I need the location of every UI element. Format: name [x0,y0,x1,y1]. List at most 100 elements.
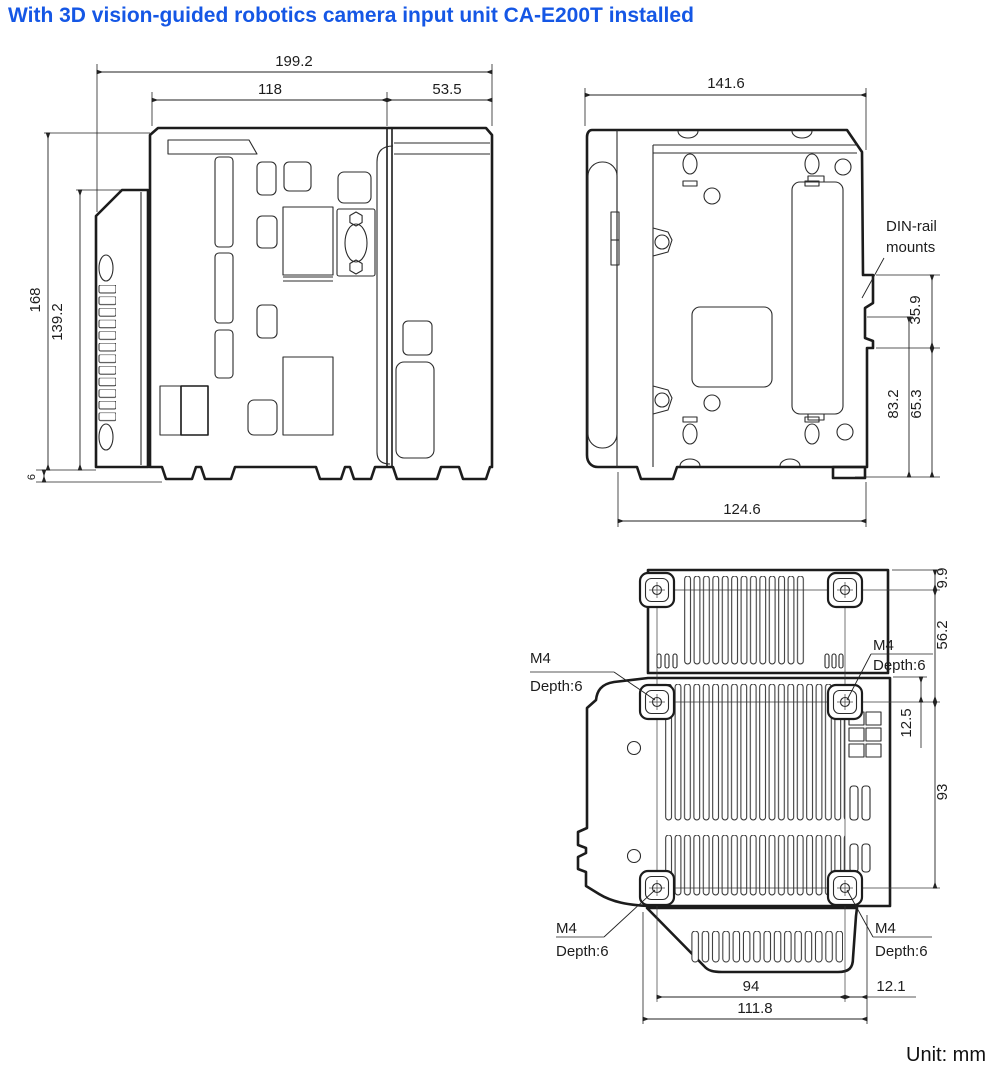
dim-controller-width: 118 [258,81,282,98]
front-view-drawing [94,126,494,481]
screw-hex [349,211,363,227]
dim-din-span-outer: 83.2 [885,389,902,418]
m4-boss [826,869,864,907]
bottom-view: 9.9 56.2 12.5 93 M4 Depth:6 M4 Depth:6 M… [530,568,951,1024]
connector-cutouts [848,711,882,873]
screw-hole [654,234,670,250]
dim-overall-width: 199.2 [275,53,313,70]
m4-label-top-left: M4 Depth:6 [530,650,656,701]
bottom-view-dimensions: 9.9 56.2 12.5 93 M4 Depth:6 M4 Depth:6 M… [530,568,951,1024]
m4-boss [826,571,864,609]
m4-boss [826,683,864,721]
side-view-dimensions: 141.6 DIN-rail mounts 35.9 83.2 65.3 124… [584,75,940,527]
m4-label-bottom-left: M4 Depth:6 [556,889,656,960]
dim-overall-depth: 141.6 [707,75,745,92]
side-view: 141.6 DIN-rail mounts 35.9 83.2 65.3 124… [584,75,940,527]
svg-text:M4: M4 [873,637,894,654]
mount-hole [804,423,820,445]
dim-hole-to-edge: 12.1 [876,978,905,995]
button [256,215,278,249]
heatsink-fins [663,833,845,897]
dim-hole-pitch-lower: 93 [934,784,951,801]
button [256,304,278,339]
din-leader [861,257,885,299]
heatsink-fins [663,682,845,822]
db9-shell [344,223,368,263]
mount-hole [804,153,820,175]
dim-din-top-offset: 35.9 [907,295,924,324]
upper-section [646,568,890,675]
svg-text:M4: M4 [556,920,577,937]
dim-section-offset: 12.5 [898,708,915,737]
leader [846,653,872,701]
svg-text:Depth:6: Depth:6 [873,657,926,674]
dim-hole-pitch-upper: 56.2 [934,620,951,649]
port [337,171,372,204]
controller-outline [148,126,494,481]
cover-plate [791,181,844,415]
mount-notch [779,458,801,467]
screw-hole [626,740,642,756]
m4-label-bottom-right: M4 Depth:6 [846,889,932,960]
module-port [402,320,433,356]
svg-text:Depth:6: Depth:6 [530,678,583,695]
db9-connector [336,208,376,277]
leader [846,889,874,938]
bottom-view-drawing [576,568,940,1002]
screw-hole [703,394,721,412]
connector-block [282,356,334,436]
front-view: 199.2 118 53.5 168 139.2 6 [26,53,494,483]
lower-section [576,676,892,908]
power-terminal [159,385,182,436]
screw-hole [836,423,854,441]
svg-text:M4: M4 [875,920,896,937]
vent-slots [689,930,843,963]
svg-text:Depth:6: Depth:6 [875,943,928,960]
din-foot [831,465,867,480]
dim-camera-unit-height: 139.2 [49,303,66,341]
camera-unit-outline [94,188,150,469]
dim-top-edge-to-holes: 9.9 [934,568,951,589]
screw-hole [654,392,670,408]
mount-notch [679,458,701,467]
screw-hole [834,158,852,176]
mount-hole [682,423,698,445]
terminal-slot [214,156,234,248]
m4-boss [638,683,676,721]
dim-hole-span-width: 94 [743,978,760,995]
screw-hex [349,259,363,275]
front-view-dimensions: 199.2 118 53.5 168 139.2 6 [26,53,493,483]
m4-label-top-right: M4 Depth:6 [846,637,933,701]
m4-boss [638,571,676,609]
screw-hole [626,848,642,864]
mount-hole [682,153,698,175]
dim-bottom-overall-width: 111.8 [737,1000,772,1017]
camera-unit-base [645,906,859,974]
svg-text:Depth:6: Depth:6 [556,943,609,960]
terminal-slot [214,252,234,324]
connector-block [282,206,334,276]
tab [652,227,673,257]
unit-note: Unit: mm [906,1044,986,1066]
side-outline [585,128,875,481]
vent-slots [98,284,116,423]
side-panel [587,161,618,449]
module-slot [395,361,435,459]
label-strip [167,139,258,155]
button [283,161,312,192]
center-plate [691,306,773,388]
power-terminal [180,385,209,436]
vent-oval [98,423,114,451]
terminal-slot [214,329,234,379]
leader [613,671,656,701]
tab [652,385,673,415]
side-view-drawing [585,128,875,481]
latch [610,211,620,266]
mount-notch [677,130,699,139]
button [247,399,278,436]
leader [603,889,656,938]
dim-din-span-inner: 65.3 [908,389,925,418]
svg-text:M4: M4 [530,650,551,667]
dim-base-depth: 124.6 [723,501,761,518]
